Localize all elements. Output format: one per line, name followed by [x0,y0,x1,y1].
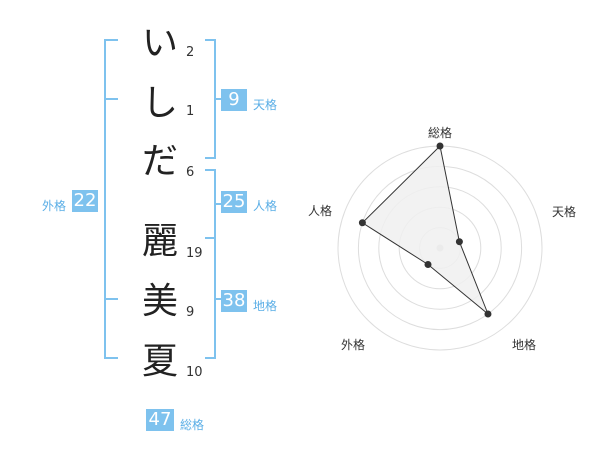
name-char-3: だ [141,141,178,182]
soukaku-badge: 47 [146,409,174,431]
stroke-count-4: 19 [186,246,203,261]
name-char-4: 麗 [141,221,178,262]
soukaku-label: 総格 [180,418,205,432]
radar-axis-label-2: 天格 [552,205,577,219]
stroke-count-1: 2 [186,45,195,60]
radar-point-1 [436,142,444,150]
radar-point-5 [358,219,366,227]
name-char-2: し [141,83,178,124]
name-char-1: い [141,23,178,64]
tenkaku-label: 天格 [253,98,278,112]
stroke-count-6: 10 [186,365,203,380]
radar-axis-label-3: 地格 [512,338,537,352]
jinkaku-badge: 25 [221,191,247,213]
gaikaku-label: 外格 [42,199,67,213]
radar-point-2 [455,238,463,246]
tenkaku-badge: 9 [221,89,247,111]
radar-axis-label-1: 総格 [428,126,453,140]
name-char-5: 美 [141,281,178,322]
radar-point-3 [484,310,492,318]
radar-axis-label-5: 人格 [308,204,333,218]
stroke-count-5: 9 [186,305,195,320]
stroke-count-2: 1 [186,104,195,119]
gaikaku-badge: 22 [72,190,98,212]
radar-axis-label-4: 外格 [341,338,366,352]
chikaku-badge: 38 [221,290,247,312]
stroke-count-3: 6 [186,165,195,180]
chikaku-label: 地格 [253,299,278,313]
name-char-6: 夏 [141,341,178,382]
radar-polygon [361,144,489,315]
jinkaku-label: 人格 [253,199,278,213]
radar-point-4 [424,261,432,269]
